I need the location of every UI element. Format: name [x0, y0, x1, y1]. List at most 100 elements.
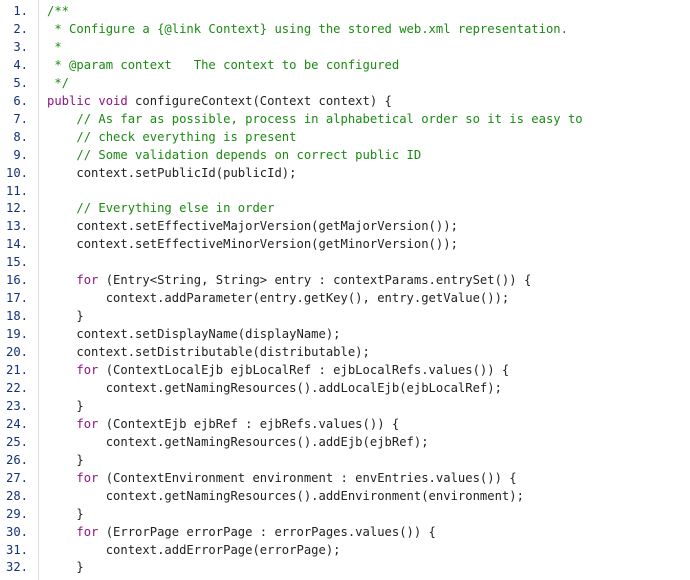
code-comment: // As far as possible, process in alphab…	[76, 111, 583, 126]
code-token: configureContext(Context context) {	[127, 93, 392, 108]
code-token: }	[76, 398, 84, 413]
code-token: (Entry<String, String> entry : contextPa…	[98, 273, 532, 288]
code-line: 5. */	[0, 74, 690, 92]
code-text: context.getNamingResources().addLocalEjb…	[47, 379, 502, 397]
line-number: 11.	[5, 183, 28, 198]
code-line: 25. context.getNamingResources().addEjb(…	[0, 433, 690, 451]
code-text: }	[47, 451, 84, 469]
code-token: context.setEffectiveMajorVersion(getMajo…	[76, 219, 458, 234]
line-number: 19.	[5, 327, 28, 342]
line-number: 7.	[13, 111, 28, 126]
code-token: context.addErrorPage(errorPage);	[105, 542, 341, 557]
code-line: 31. context.addErrorPage(errorPage);	[0, 541, 690, 559]
line-number: 12.	[5, 201, 28, 216]
line-number: 30.	[5, 524, 28, 539]
code-line: 24. for (ContextEjb ejbRef : ejbRefs.val…	[0, 415, 690, 433]
code-text: /**	[47, 2, 69, 20]
line-number: 18.	[5, 309, 28, 324]
code-line: 15.	[0, 253, 690, 271]
code-text: for (ContextLocalEjb ejbLocalRef : ejbLo…	[47, 361, 509, 379]
code-text: *	[47, 38, 61, 56]
code-token: }	[76, 452, 84, 467]
code-line: 28. context.getNamingResources().addEnvi…	[0, 487, 690, 505]
line-number: 8.	[13, 129, 28, 144]
code-line: 30. for (ErrorPage errorPage : errorPage…	[0, 523, 690, 541]
code-line: 2. * Configure a {@link Context} using t…	[0, 20, 690, 38]
gutter-divider	[38, 0, 39, 580]
code-token: context.setEffectiveMinorVersion(getMino…	[76, 237, 458, 252]
code-keyword: for	[76, 273, 99, 288]
code-line: 7. // As far as possible, process in alp…	[0, 110, 690, 128]
line-number: 22.	[5, 380, 28, 395]
code-token: context.addParameter(entry.getKey(), ent…	[105, 291, 510, 306]
code-token: }	[76, 309, 84, 324]
code-token: context.setDisplayName(displayName);	[76, 327, 341, 342]
line-number: 3.	[13, 39, 28, 54]
line-number-gutter	[0, 0, 38, 580]
code-line: 29. }	[0, 505, 690, 523]
code-keyword: for	[76, 416, 99, 431]
code-line: 20. context.setDistributable(distributab…	[0, 343, 690, 361]
code-token: (ContextEnvironment environment : envEnt…	[98, 470, 517, 485]
code-comment: * @param context The context to be confi…	[54, 57, 400, 72]
line-number: 4.	[13, 57, 28, 72]
code-text: * Configure a {@link Context} using the …	[47, 20, 568, 38]
code-line: 19. context.setDisplayName(displayName);	[0, 325, 690, 343]
code-comment: // Everything else in order	[76, 201, 275, 216]
code-line: 26. }	[0, 451, 690, 469]
line-number: 23.	[5, 398, 28, 413]
code-line: 21. for (ContextLocalEjb ejbLocalRef : e…	[0, 361, 690, 379]
code-text: public void configureContext(Context con…	[47, 92, 392, 110]
code-line: 27. for (ContextEnvironment environment …	[0, 469, 690, 487]
code-comment: * Configure a {@link Context} using the …	[54, 21, 568, 36]
code-line: 11.	[0, 182, 690, 200]
code-text: context.setDistributable(distributable);	[47, 343, 370, 361]
code-token: context.setPublicId(publicId);	[76, 165, 297, 180]
code-text: context.setPublicId(publicId);	[47, 164, 296, 182]
line-number: 15.	[5, 255, 28, 270]
code-token: context.getNamingResources().addLocalEjb…	[105, 380, 502, 395]
line-number: 32.	[5, 560, 28, 575]
code-text: }	[47, 558, 84, 576]
code-token: (ContextLocalEjb ejbLocalRef : ejbLocalR…	[98, 363, 510, 377]
code-keyword: for	[76, 470, 99, 485]
line-number: 14.	[5, 237, 28, 252]
code-line: 18. }	[0, 307, 690, 325]
code-line: 16. for (Entry<String, String> entry : c…	[0, 271, 690, 289]
code-text: context.setEffectiveMinorVersion(getMino…	[47, 235, 458, 253]
line-number: 24.	[5, 416, 28, 431]
line-number: 28.	[5, 488, 28, 503]
code-line: 23. }	[0, 397, 690, 415]
line-number: 31.	[5, 542, 28, 557]
code-text: context.addErrorPage(errorPage);	[47, 541, 341, 559]
code-text: }	[47, 397, 84, 415]
line-number: 20.	[5, 345, 28, 360]
code-line: 32. }	[0, 558, 690, 576]
line-number: 29.	[5, 506, 28, 521]
code-text: */	[47, 74, 69, 92]
code-keyword: for	[76, 524, 99, 539]
code-text: // As far as possible, process in alphab…	[47, 110, 583, 128]
code-keyword: for	[76, 363, 99, 377]
line-number: 2.	[13, 21, 28, 36]
code-text: }	[47, 505, 83, 523]
code-token: }	[76, 560, 84, 575]
code-text: // Some validation depends on correct pu…	[47, 146, 421, 164]
code-line: 9. // Some validation depends on correct…	[0, 146, 690, 164]
line-number: 16.	[5, 273, 28, 288]
code-line: 13. context.setEffectiveMajorVersion(get…	[0, 217, 690, 235]
line-number: 25.	[5, 434, 28, 449]
code-text: for (ErrorPage errorPage : errorPages.va…	[47, 523, 436, 541]
code-line: 12. // Everything else in order	[0, 199, 690, 217]
code-text: context.getNamingResources().addEnvironm…	[47, 487, 524, 505]
line-number: 5.	[13, 75, 28, 90]
code-text: context.getNamingResources().addEjb(ejbR…	[47, 433, 429, 451]
code-text: // Everything else in order	[47, 199, 274, 217]
code-token: (ContextEjb ejbRef : ejbRefs.values()) {	[98, 416, 400, 431]
line-number: 13.	[5, 219, 28, 234]
code-comment: /**	[47, 4, 70, 18]
code-text: for (ContextEjb ejbRef : ejbRefs.values(…	[47, 415, 399, 433]
code-token: (ErrorPage errorPage : errorPages.values…	[98, 524, 436, 539]
code-text: for (Entry<String, String> entry : conte…	[47, 271, 531, 289]
